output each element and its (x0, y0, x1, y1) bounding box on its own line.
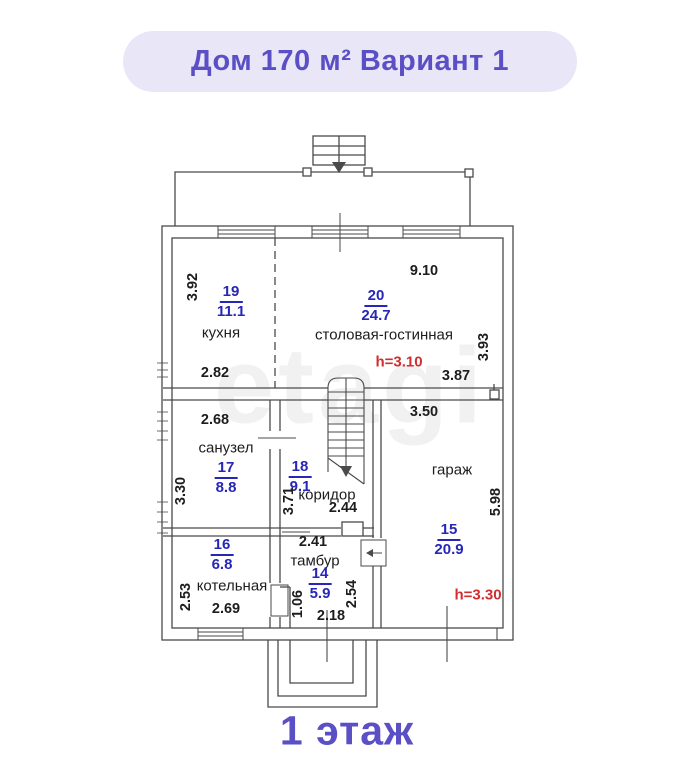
dim-dining-bottom: 3.87 (441, 367, 471, 384)
door-axis-marks (326, 606, 498, 662)
room-label-bathroom: санузел (198, 439, 254, 457)
dim-kitchen-width: 2.82 (200, 364, 230, 381)
room-id-kitchen: 19 11.1 (217, 283, 245, 321)
garage-door-symbol (360, 539, 387, 567)
entry-steps-bottom (267, 640, 378, 708)
room-number-kitchen: 19 (219, 283, 243, 303)
room-id-corridor: 18 9.1 (288, 458, 312, 496)
page-title: Дом 170 м² Вариант 1 (190, 45, 510, 77)
room-label-boiler: котельная (196, 577, 268, 595)
dim-boiler-width: 2.69 (211, 600, 241, 617)
room-id-boiler: 16 6.8 (210, 536, 234, 574)
dim-garage-height: 5.98 (487, 487, 504, 517)
room-area-corridor: 9.1 (289, 478, 311, 495)
staircase (327, 377, 365, 485)
room-area-garage: 20.9 (434, 541, 464, 558)
room-number-bathroom: 17 (214, 459, 238, 479)
dim-dining-height: 3.93 (475, 332, 492, 362)
dim-kitchen-height: 3.92 (184, 272, 201, 302)
left-wall-marks (157, 362, 168, 534)
dim-boiler-height: 2.53 (177, 582, 194, 612)
entry-arrow-icon (332, 162, 346, 173)
watermark-text: etagi (213, 324, 487, 446)
room-label-corridor: коридор (298, 486, 356, 504)
room-id-dining: 20 24.7 (361, 287, 390, 325)
room-label-kitchen: кухня (201, 324, 241, 342)
ceiling-height-dining: h=3.10 (375, 353, 423, 371)
room-number-boiler: 16 (210, 536, 234, 556)
room-id-bathroom: 17 8.8 (214, 459, 238, 497)
room-area-boiler: 6.8 (211, 556, 233, 573)
dim-tambour-bottom: 2.18 (316, 607, 346, 624)
room-label-tambour: тамбур (290, 552, 340, 570)
dim-corridor-width: 2.44 (328, 499, 358, 516)
dim-bath-height: 3.30 (172, 476, 189, 506)
room-label-dining: столовая-гостинная (314, 326, 454, 344)
room-number-garage: 15 (437, 521, 461, 541)
room-number-corridor: 18 (288, 458, 312, 478)
floor-label: 1 этаж (279, 707, 415, 754)
room-number-tambour: 14 (308, 565, 332, 585)
porch-outline (174, 167, 474, 226)
entry-steps-top (312, 135, 366, 166)
room-number-dining: 20 (364, 287, 388, 307)
dim-overall-width: 9.10 (409, 262, 439, 279)
dim-tambour-left: 1.06 (289, 589, 306, 619)
interior-walls (163, 384, 503, 628)
room-area-kitchen: 11.1 (216, 303, 246, 320)
dim-tambour-top: 2.41 (298, 533, 328, 550)
room-area-dining: 24.7 (361, 307, 391, 324)
room-id-tambour: 14 5.9 (308, 565, 332, 603)
room-label-garage: гараж (431, 461, 473, 479)
dim-corridor-height: 3.71 (280, 486, 297, 516)
title-badge: Дом 170 м² Вариант 1 (123, 31, 577, 92)
ceiling-height-garage: h=3.30 (454, 586, 502, 604)
dim-tambour-right: 2.54 (343, 579, 360, 609)
dim-bath-width: 2.68 (200, 411, 230, 428)
room-id-garage: 15 20.9 (434, 521, 463, 559)
room-area-bathroom: 8.8 (215, 479, 237, 496)
dim-garage-width: 3.50 (409, 403, 439, 420)
room-area-tambour: 5.9 (309, 585, 331, 602)
outer-walls (161, 225, 514, 641)
windows (197, 213, 461, 640)
